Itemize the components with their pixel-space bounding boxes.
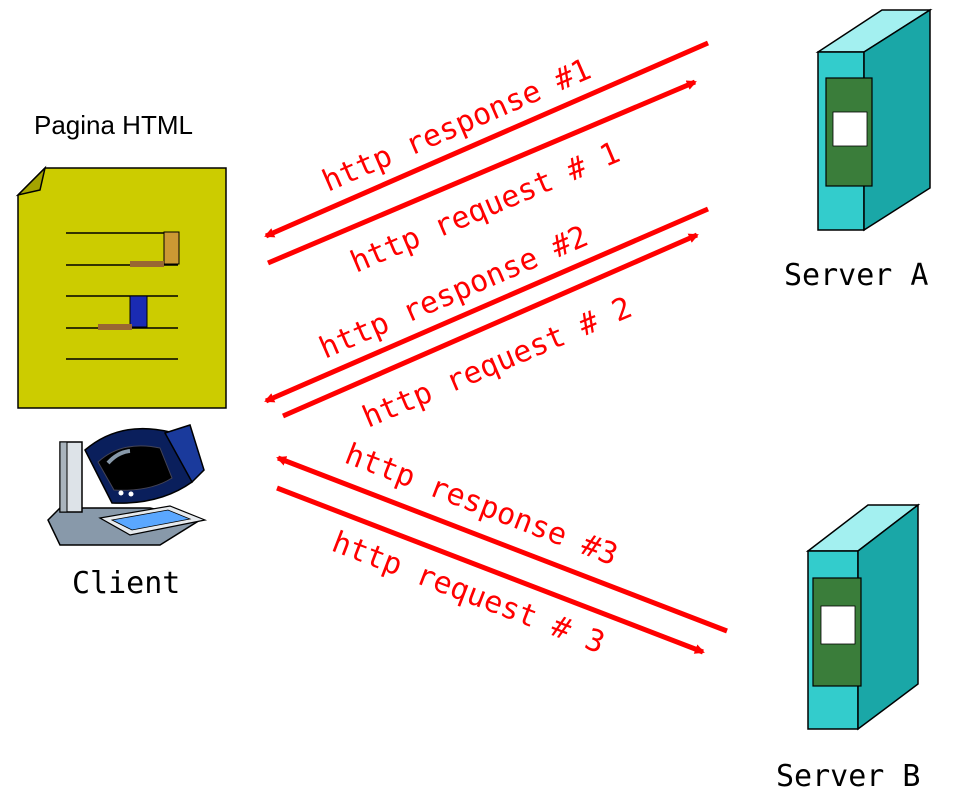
client-label: Client (72, 566, 180, 601)
arrow-request-1 (267, 79, 697, 266)
arrow-request-3 (276, 485, 705, 655)
page-label: Pagina HTML (34, 110, 193, 140)
server-a-icon (815, 8, 933, 232)
html-page-icon (15, 165, 227, 409)
server-b-label: Server B (776, 759, 921, 793)
server-b-icon (805, 503, 921, 731)
arrow-response-3 (276, 455, 728, 634)
arrow-request-2 (281, 232, 699, 419)
arrow-response-1 (264, 40, 710, 239)
arrow-response-2 (264, 206, 709, 404)
client-computer-icon (47, 424, 208, 546)
server-a-label: Server A (784, 258, 929, 293)
